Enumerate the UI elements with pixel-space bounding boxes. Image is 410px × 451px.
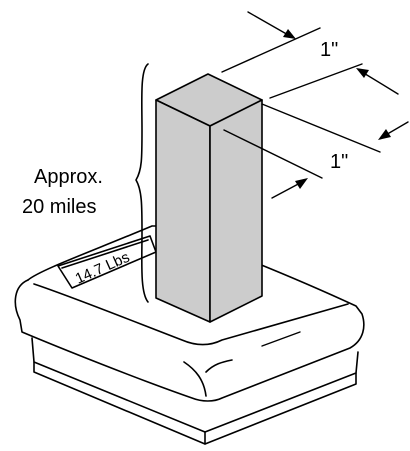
dim-top-label: 1"	[320, 39, 338, 61]
scale-inner-rim	[33, 283, 349, 346]
height-brace: Approx. 20 miles	[22, 63, 149, 303]
dim-top-ext-2	[269, 63, 363, 99]
dim-top-arrow-2-head	[356, 68, 369, 78]
scale-display-window-inner	[61, 239, 149, 269]
height-label-line2: 20 miles	[22, 196, 96, 218]
dimension-top: 1"	[221, 11, 399, 99]
dimension-side: 1"	[223, 103, 409, 199]
dim-side-arrow-1-head	[378, 129, 391, 140]
scale-corner-crease-2	[205, 359, 233, 373]
scale-base-bottom-edge	[33, 361, 357, 445]
dim-side-arrow-2-head	[295, 178, 308, 189]
scale-side-dash	[261, 331, 301, 347]
dim-top-arrow-1-shaft	[247, 11, 291, 37]
height-label-line1: Approx.	[34, 166, 103, 188]
dim-side-ext-2	[223, 129, 323, 179]
scale-corner-crease	[183, 361, 207, 397]
curly-brace	[135, 63, 149, 303]
dim-side-label: 1"	[330, 151, 348, 173]
scale-body-outline	[14, 239, 365, 402]
dim-top-arrow-2-shaft	[361, 71, 399, 95]
air-column	[155, 73, 263, 323]
dim-side-ext-1	[261, 103, 381, 153]
dim-top-ext-1	[221, 27, 321, 73]
dim-side-arrow-2-shaft	[271, 181, 303, 199]
column-front-face	[155, 99, 211, 323]
column-side-face	[209, 99, 263, 323]
scale-base-skirt	[31, 337, 359, 433]
dim-top-arrow-1-head	[283, 29, 296, 39]
